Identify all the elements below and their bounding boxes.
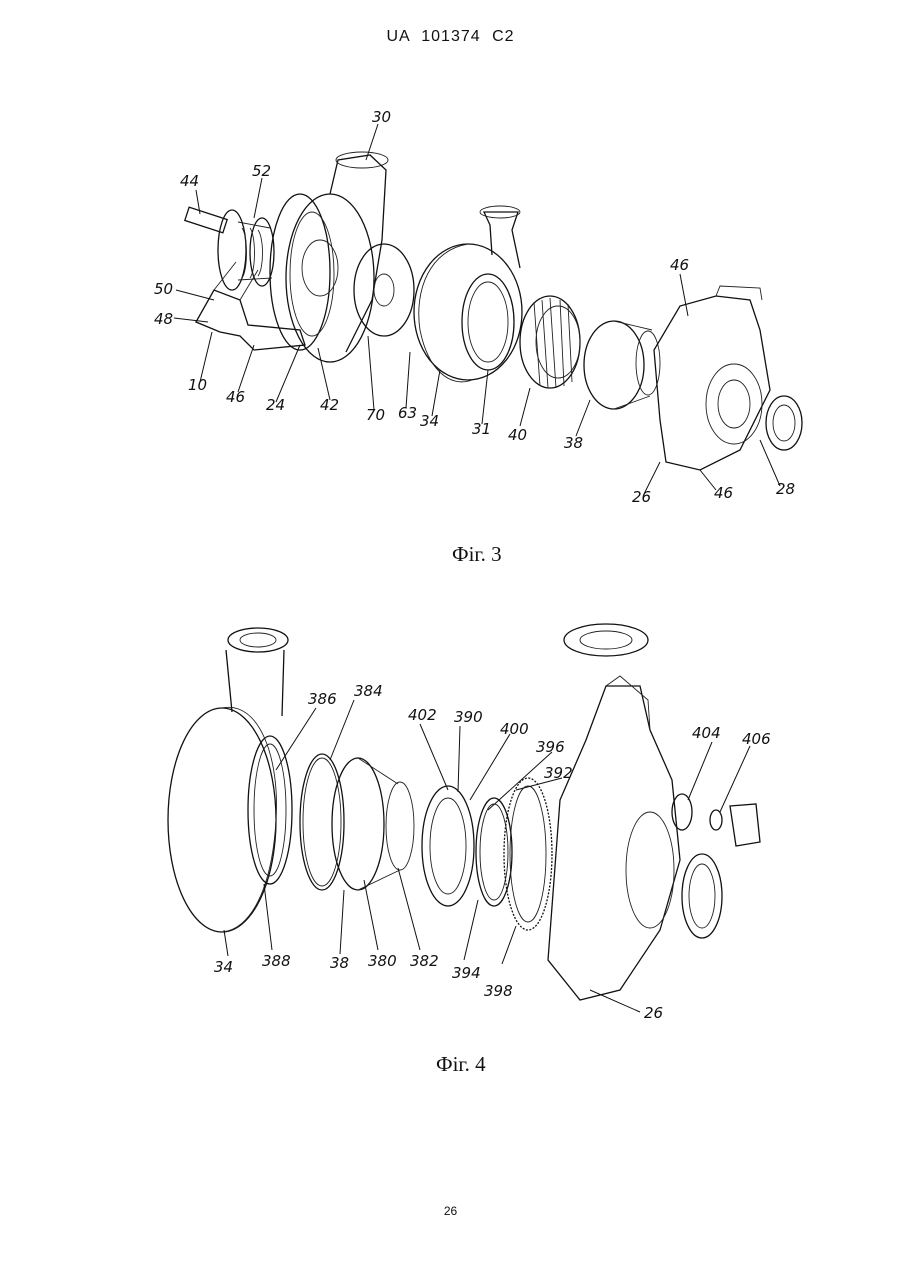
part-label: 396 (536, 738, 565, 756)
page-number: 26 (0, 1204, 901, 1218)
part-label: 34 (214, 958, 233, 976)
seal-ring-part (476, 798, 512, 906)
wear-ring-part (248, 736, 292, 884)
part-label: 380 (368, 952, 397, 970)
part-label: 382 (410, 952, 439, 970)
part-label: 394 (452, 964, 481, 982)
ring-gear-part (504, 778, 552, 930)
part-label: 406 (742, 730, 771, 748)
part-label: 390 (454, 708, 483, 726)
adjustment-ring-part (422, 786, 474, 906)
part-label: 384 (354, 682, 383, 700)
figure-4-labels: 386 384 402 390 400 396 392 404 406 34 3… (214, 682, 771, 1022)
part-label: 38 (330, 954, 349, 972)
part-label: 26 (644, 1004, 663, 1022)
part-label: 392 (544, 764, 573, 782)
part-label: 398 (484, 982, 513, 1000)
gasket-part (564, 624, 648, 656)
part-label: 402 (408, 706, 437, 724)
part-label: 404 (692, 724, 721, 742)
o-ring-part (300, 754, 344, 890)
gasket-part (682, 854, 722, 938)
part-label: 388 (262, 952, 291, 970)
part-label: 400 (500, 720, 529, 738)
front-casing-part (548, 676, 680, 1000)
part-label: 386 (308, 690, 337, 708)
volute-liner-part (168, 628, 288, 932)
figure-4-caption: Фіг. 4 (436, 1052, 486, 1077)
figure-4-drawing: 386 384 402 390 400 396 392 404 406 34 3… (0, 0, 901, 1060)
pinion-part (672, 794, 760, 846)
